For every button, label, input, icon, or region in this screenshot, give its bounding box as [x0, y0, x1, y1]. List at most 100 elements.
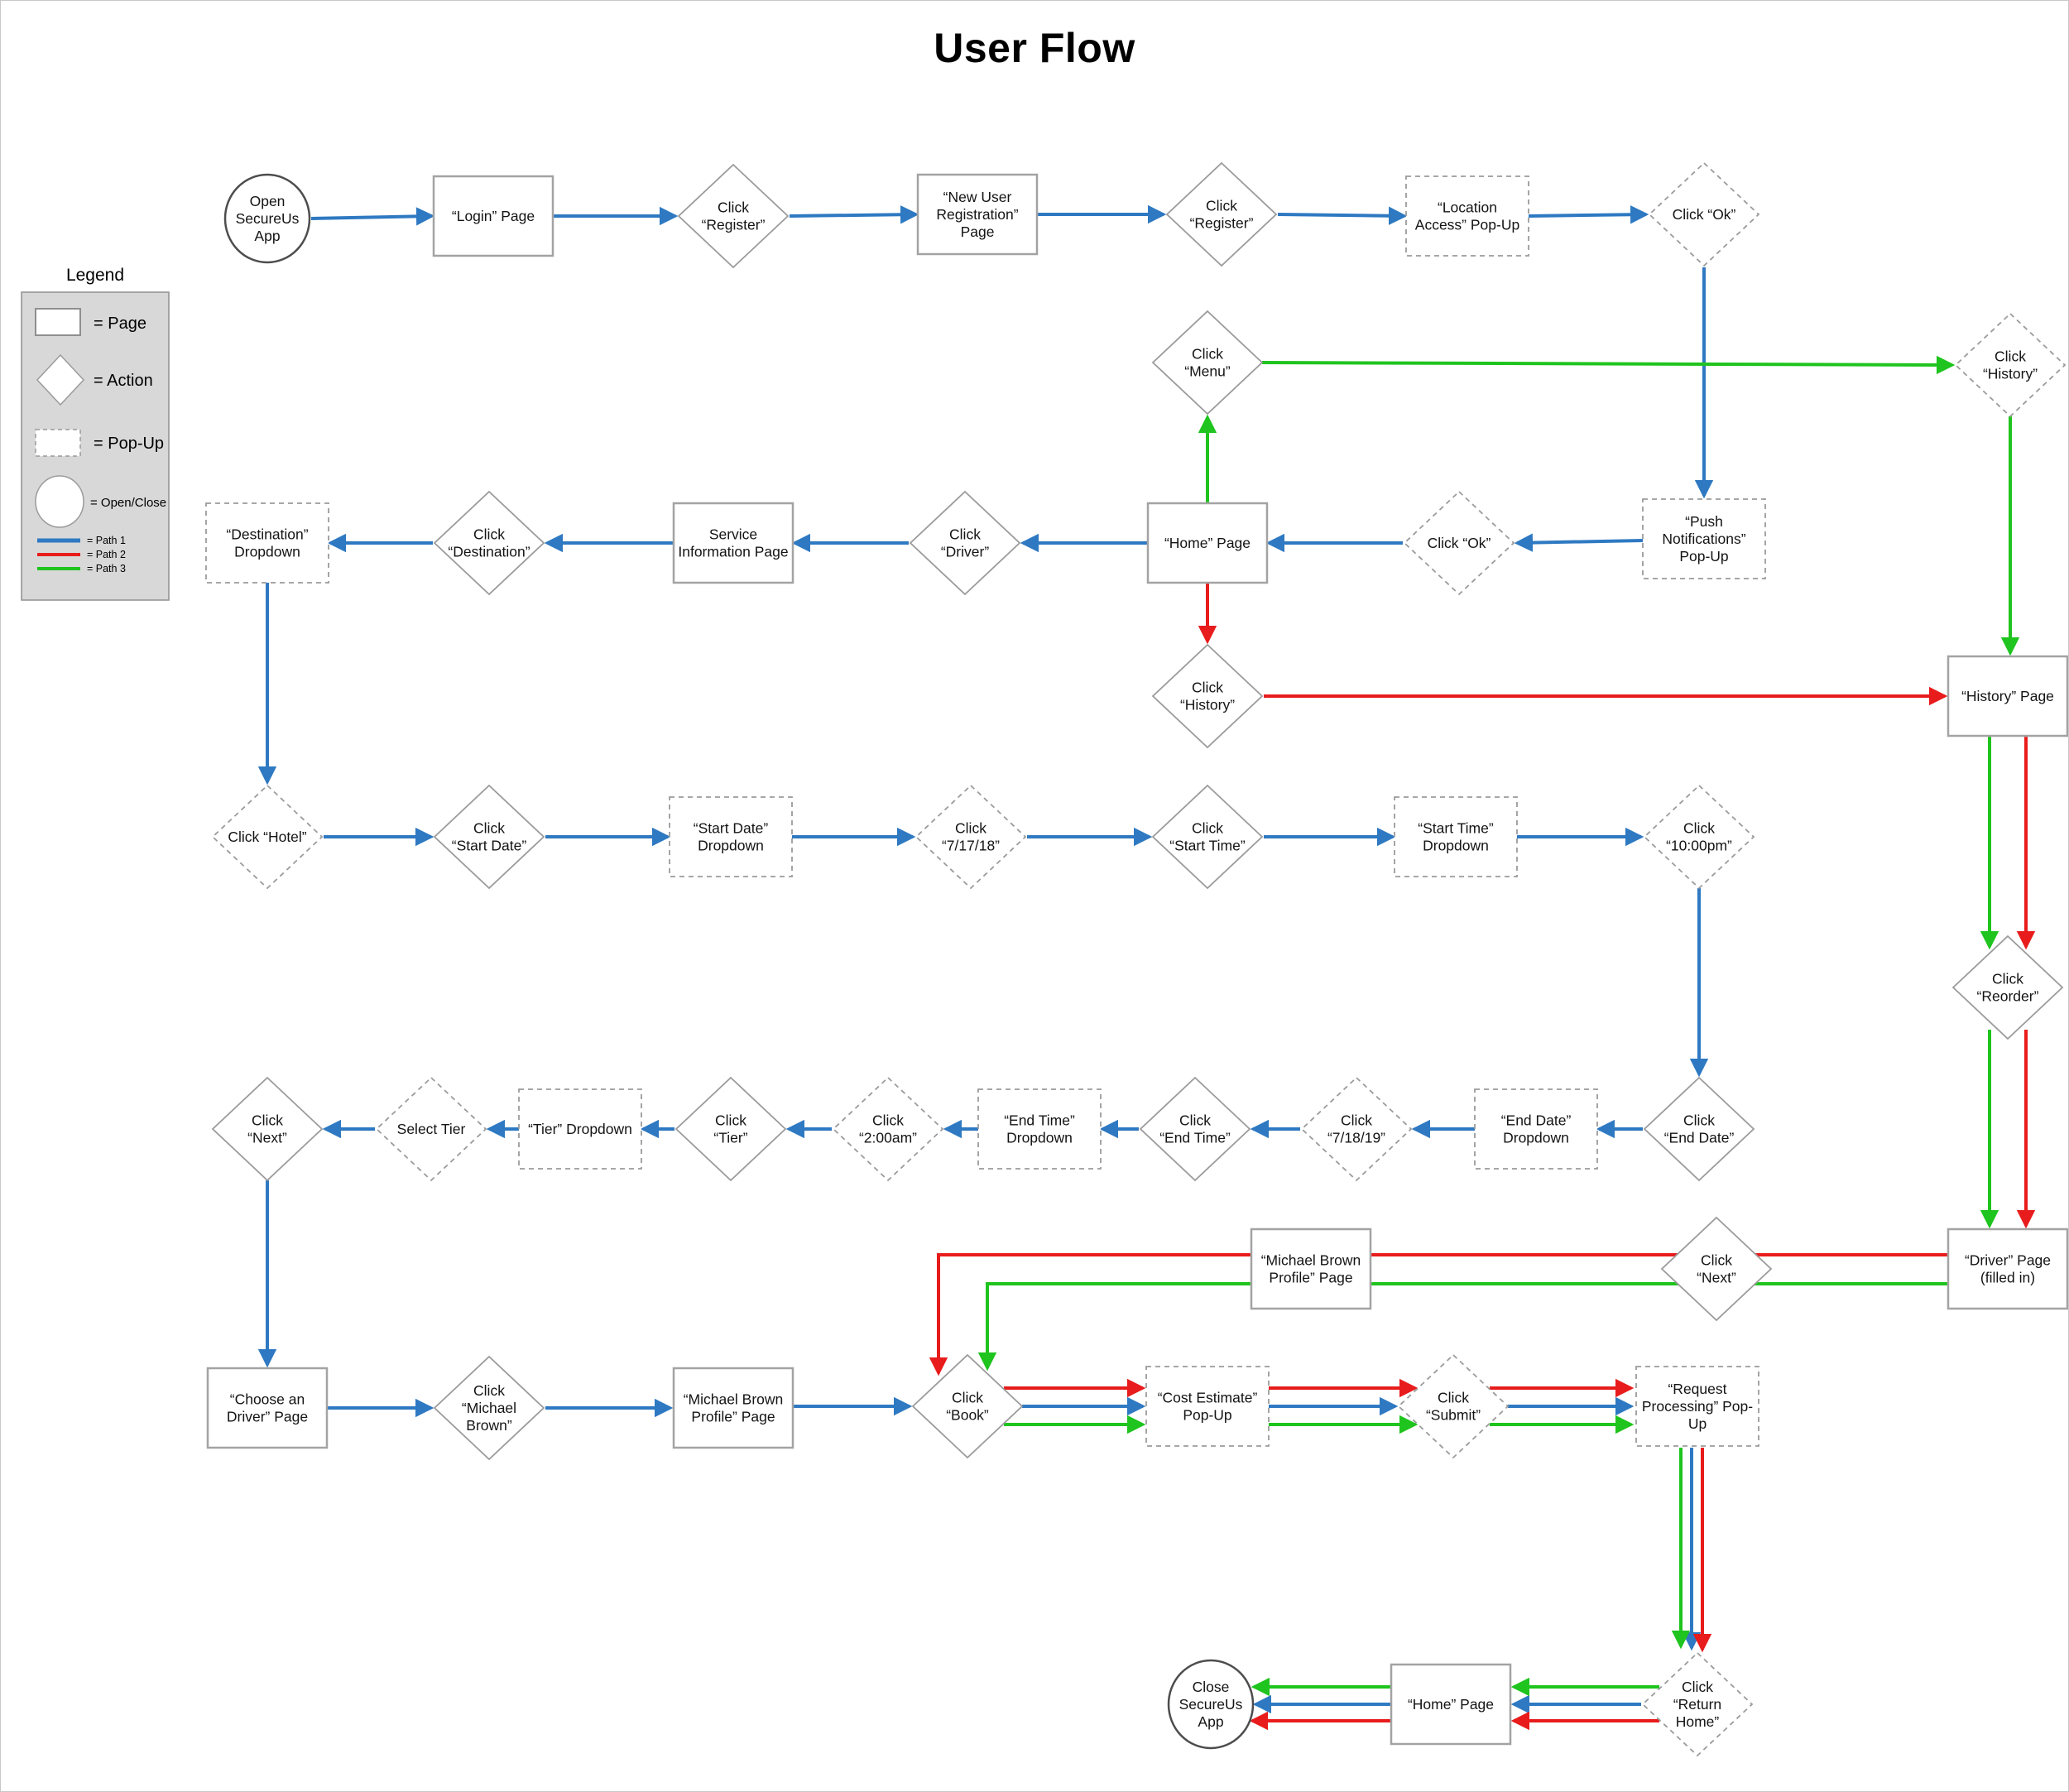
node-click_menu: Click“Menu” — [1151, 310, 1264, 416]
edge-click_register_a-to-new_user_page-path1 — [789, 205, 919, 224]
node-label-click_michael_brown: “Michael — [462, 1400, 516, 1416]
node-label-click_tier: Click — [715, 1112, 746, 1129]
node-label-service_info_page: Information Page — [678, 544, 788, 560]
node-click_history_a: Click“History” — [1954, 312, 2067, 418]
node-label-new_user_page: “New User — [943, 189, 1012, 205]
edge-push_notifications_popup-to-click_ok_b-path1 — [1514, 533, 1644, 552]
node-label-open_app: Open — [250, 193, 286, 209]
node-label-click_start_time: Click — [1192, 820, 1223, 837]
node-label-start_time_dropdown: “Start Time” — [1418, 820, 1494, 837]
node-label-click_menu: Click — [1192, 346, 1223, 363]
node-destination_dropdown: “Destination”Dropdown — [205, 502, 329, 584]
node-label-click_history_a: Click — [1995, 348, 2026, 365]
node-label-click_71819: “7/18/19” — [1327, 1130, 1385, 1146]
page-title: User Flow — [934, 25, 1135, 71]
legend-path1-label: = Path 1 — [87, 535, 126, 546]
node-label-login_page: “Login” Page — [452, 208, 535, 224]
node-click_end_time: Click“End Time” — [1139, 1076, 1251, 1182]
node-label-service_info_page: Service — [709, 526, 757, 543]
edge-location_access_popup-to-click_ok_a-path1 — [1528, 205, 1649, 224]
node-click_submit: Click“Submit” — [1397, 1353, 1510, 1459]
node-click_driver: Click“Driver” — [909, 490, 1021, 596]
node-label-click_start_date: Click — [473, 820, 505, 837]
node-label-click_history_b: “History” — [1180, 697, 1235, 713]
node-label-click_1000pm: Click — [1683, 820, 1715, 837]
node-label-driver_page_filled: (filled in) — [1980, 1270, 2035, 1286]
node-label-click_200am: Click — [872, 1112, 904, 1129]
node-label-click_end_time: “End Time” — [1159, 1130, 1231, 1146]
node-label-click_book: “Book” — [946, 1407, 989, 1424]
legend: Legend= Page= Action= Pop-Up= Open/Close… — [21, 266, 170, 601]
node-start_date_dropdown: “Start Date”Dropdown — [669, 796, 793, 877]
node-label-push_notifications_popup: Notifications” — [1662, 531, 1745, 547]
node-home_page_b: “Home” Page — [1390, 1663, 1512, 1746]
node-label-push_notifications_popup: Pop-Up — [1679, 548, 1728, 565]
node-label-click_submit: Click — [1438, 1390, 1469, 1406]
node-cost_estimate_popup: “Cost Estimate”Pop-Up — [1145, 1366, 1270, 1447]
node-label-click_1000pm: “10:00pm” — [1666, 838, 1732, 854]
edge-open_app-to-login_page-path1 — [310, 207, 435, 226]
legend-item-page: = Page — [94, 315, 146, 333]
node-label-driver_page_filled: “Driver” Page — [1965, 1252, 2051, 1269]
edges — [257, 204, 2036, 1731]
node-label-start_date_dropdown: Dropdown — [698, 838, 764, 854]
node-label-close_app: Close — [1193, 1679, 1230, 1695]
node-label-click_end_date: “End Date” — [1664, 1130, 1735, 1146]
node-select_tier: Select Tier — [375, 1076, 487, 1182]
node-label-click_register_a: “Register” — [702, 217, 766, 233]
legend-path3-label: = Path 3 — [87, 563, 126, 574]
node-label-click_next_b: Click — [1701, 1252, 1732, 1269]
node-label-home_page_b: “Home” Page — [1408, 1696, 1494, 1713]
node-label-open_app: App — [254, 228, 280, 244]
node-click_next_b: Click“Next” — [1660, 1216, 1773, 1322]
node-label-click_start_time: “Start Time” — [1169, 838, 1246, 854]
node-label-click_destination: “Destination” — [448, 544, 530, 560]
node-label-choose_driver_page: “Choose an — [230, 1391, 305, 1408]
node-label-click_71718: “7/17/18” — [942, 838, 1000, 854]
node-label-mb_profile_page_a: Profile” Page — [691, 1409, 775, 1425]
node-label-click_return_home: Home” — [1676, 1713, 1720, 1730]
node-label-end_date_dropdown: “End Date” — [1501, 1112, 1572, 1129]
node-login_page: “Login” Page — [432, 175, 554, 257]
node-label-click_submit: “Submit” — [1426, 1407, 1481, 1424]
node-click_book: Click“Book” — [911, 1353, 1024, 1459]
node-label-click_next_b: “Next” — [1697, 1270, 1736, 1286]
node-click_71718: Click“7/17/18” — [914, 784, 1027, 890]
node-label-click_driver: “Driver” — [941, 544, 989, 560]
node-label-start_date_dropdown: “Start Date” — [694, 820, 769, 837]
node-click_register_a: Click“Register” — [677, 163, 790, 269]
node-label-request_processing_popup: “Request — [1668, 1381, 1726, 1397]
node-label-click_71718: Click — [955, 820, 986, 837]
node-label-click_menu: “Menu” — [1184, 363, 1231, 380]
node-end_time_dropdown: “End Time”Dropdown — [977, 1088, 1102, 1170]
node-label-push_notifications_popup: “Push — [1685, 513, 1723, 530]
node-label-mb_profile_page_b: Profile” Page — [1269, 1270, 1352, 1286]
node-label-click_michael_brown: Brown” — [466, 1417, 512, 1434]
node-label-close_app: App — [1198, 1713, 1223, 1730]
node-tier_dropdown: “Tier” Dropdown — [518, 1088, 642, 1170]
node-label-location_access_popup: “Location — [1438, 199, 1497, 216]
legend-title: Legend — [66, 266, 124, 285]
node-label-click_end_date: Click — [1683, 1112, 1715, 1129]
node-label-click_start_date: “Start Date” — [452, 838, 527, 854]
node-label-click_reorder: “Reorder” — [1977, 988, 2039, 1005]
edge-click_menu-to-click_history_a-path3 — [1261, 355, 1956, 375]
node-label-destination_dropdown: Dropdown — [234, 544, 300, 560]
node-label-click_ok_b: Click “Ok” — [1428, 535, 1491, 551]
node-label-click_history_a: “History” — [1983, 366, 2038, 382]
node-label-click_next_a: Click — [252, 1112, 283, 1129]
node-label-request_processing_popup: Processing” Pop- — [1642, 1398, 1753, 1415]
node-click_history_b: Click“History” — [1151, 643, 1264, 749]
node-click_1000pm: Click“10:00pm” — [1643, 784, 1755, 890]
legend-path2-label: = Path 2 — [87, 549, 126, 560]
node-driver_page_filled: “Driver” Page(filled in) — [1947, 1227, 2068, 1310]
node-label-click_register_a: Click — [718, 199, 749, 216]
legend-item-action: = Action — [94, 372, 153, 390]
